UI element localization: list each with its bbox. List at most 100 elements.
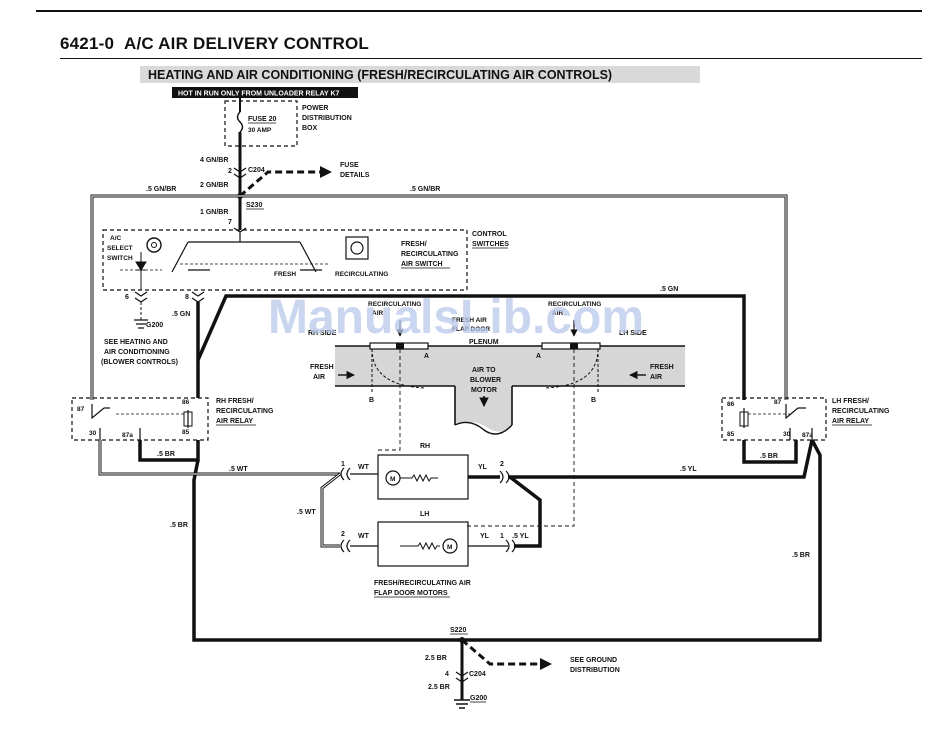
to-blower-1: AIR TO [472, 367, 496, 374]
r-r-87: 87 [774, 399, 782, 406]
s220-label: S220 [450, 627, 466, 634]
see-ground-1: SEE GROUND [570, 657, 617, 664]
br-right-wire [462, 439, 822, 642]
switch-fresh: FRESH [274, 271, 296, 278]
wire-1gnbr: 1 GN/BR [200, 209, 228, 216]
to-blower-3: MOTOR [471, 387, 497, 394]
wt-rh: WT [358, 464, 370, 471]
wire-05gnbr-right: .5 GN/BR [410, 186, 440, 193]
lh-relay-1: LH FRESH/ [832, 398, 869, 405]
lh-relay-contacts [743, 404, 813, 440]
yl-motor-jumper [508, 475, 542, 548]
fresh-left-1: FRESH [310, 364, 334, 371]
lh-relay-2: RECIRCULATING [832, 408, 890, 415]
r-l-85: 85 [182, 429, 190, 436]
c204-top-connector [233, 167, 247, 179]
fresh-recirc-switch-1: FRESH/ [401, 241, 427, 248]
motor-rh-label: RH [420, 443, 430, 450]
plenum-recirc-left-2: AIR [372, 310, 384, 317]
page-heading: 6421-0 A/C AIR DELIVERY CONTROL [60, 34, 369, 54]
wire-05wt-top: .5 WT [229, 466, 248, 473]
fresh-right-2: AIR [650, 374, 662, 381]
pin-2: 2 [228, 168, 232, 175]
wire-05br-relay-left: .5 BR [157, 451, 175, 458]
ac-select-1: A/C [110, 235, 122, 242]
motor-lh-label: LH [420, 511, 429, 518]
title-highlight [140, 66, 700, 83]
wire-05gnbr-left: .5 GN/BR [146, 186, 176, 193]
plenum-fresh-door-2: FLAP DOOR [452, 326, 490, 333]
lh-motor-linkage [466, 349, 575, 527]
see-ground-2: DISTRIBUTION [570, 667, 620, 674]
gnbr-left-feed [90, 194, 240, 400]
fresh-recirc-switch-knob [345, 236, 369, 260]
plenum-rh-side: RH SIDE [308, 330, 337, 337]
see-heating-3: (BLOWER CONTROLS) [101, 359, 178, 366]
fuse-details-2: DETAILS [340, 172, 370, 179]
wire-05br-left: .5 BR [170, 522, 188, 529]
fresh-right-1: FRESH [650, 364, 674, 371]
fresh-left-2: AIR [313, 374, 325, 381]
flap-swing-right [543, 348, 599, 389]
g200-bottom-ground [454, 699, 470, 709]
top-rule [36, 10, 922, 12]
motors-caption-2: FLAP DOOR MOTORS [374, 590, 448, 597]
hot-in-run-text: HOT IN RUN ONLY FROM UNLOADER RELAY K7 [178, 91, 340, 98]
watermark: ManualsLib.com [268, 291, 644, 344]
r-l-87: 87 [77, 406, 85, 413]
control-switches-1: CONTROL [472, 231, 507, 238]
r-r-85: 85 [727, 431, 735, 438]
wire-05br-relay-right: .5 BR [760, 453, 778, 460]
r-r-87a: 87a [802, 432, 813, 439]
lh-relay-br-jumper [742, 440, 798, 464]
fuse-details-link [239, 170, 320, 198]
section-title: A/C AIR DELIVERY CONTROL [124, 34, 370, 53]
r-r-86: 86 [727, 401, 735, 408]
yl-rh: YL [478, 464, 488, 471]
ac-select-2: SELECT [107, 245, 133, 252]
see-heating-1: SEE HEATING AND [104, 339, 168, 346]
plenum-recirc-left-1: RECIRCULATING [368, 301, 421, 308]
lh-motor-box [377, 521, 469, 567]
c204-top: C204 [248, 167, 265, 174]
plenum-a-left: A [424, 353, 429, 360]
lh-relay-3: AIR RELAY [832, 418, 869, 425]
motors-caption-1: FRESH/RECIRCULATING AIR [374, 580, 471, 587]
wire-05wt-side: .5 WT [297, 509, 316, 516]
wire-05gn-left: .5 GN [172, 311, 190, 318]
plenum-b-left: B [369, 397, 374, 404]
plenum-b-right: B [591, 397, 596, 404]
s230-label: S230 [246, 202, 262, 209]
plenum-fresh-door-1: FRESH AIR [452, 317, 487, 324]
rh-relay-2: RECIRCULATING [216, 408, 274, 415]
plenum-recirc-right-1: RECIRCULATING [548, 301, 601, 308]
control-switches-box [102, 229, 468, 291]
g200-bottom: G200 [470, 695, 487, 702]
wt-lh: WT [358, 533, 370, 540]
fuse-details-1: FUSE [340, 162, 359, 169]
ac-select-lamp [146, 237, 162, 253]
ac-select-diode [135, 261, 147, 271]
r-l-87a: 87a [122, 432, 133, 439]
section-number: 6421-0 [60, 34, 115, 53]
wire-25br-top: 2.5 BR [425, 655, 447, 662]
wire-2gnbr: 2 GN/BR [200, 182, 228, 189]
r-r-30: 30 [783, 431, 791, 438]
plenum-a-right: A [536, 353, 541, 360]
power-box-name-3: BOX [302, 125, 318, 132]
ac-select-3: SWITCH [107, 255, 133, 262]
ground-distribution-link [461, 638, 540, 666]
m-lh-pin-1: 1 [500, 533, 504, 540]
pin-6: 6 [125, 294, 129, 301]
flap-swing-left [371, 348, 427, 389]
rh-relay-contacts [91, 404, 189, 440]
yl-main-wire [508, 439, 814, 479]
lh-motor-m: M [447, 544, 452, 551]
g200-top-ground [134, 319, 148, 329]
plenum-label: PLENUM [469, 339, 499, 346]
br-left-wire [192, 459, 462, 642]
m-lh-pin-2: 2 [341, 531, 345, 538]
pin-7: 7 [228, 219, 232, 226]
rh-relay-br-jumper [138, 440, 200, 462]
